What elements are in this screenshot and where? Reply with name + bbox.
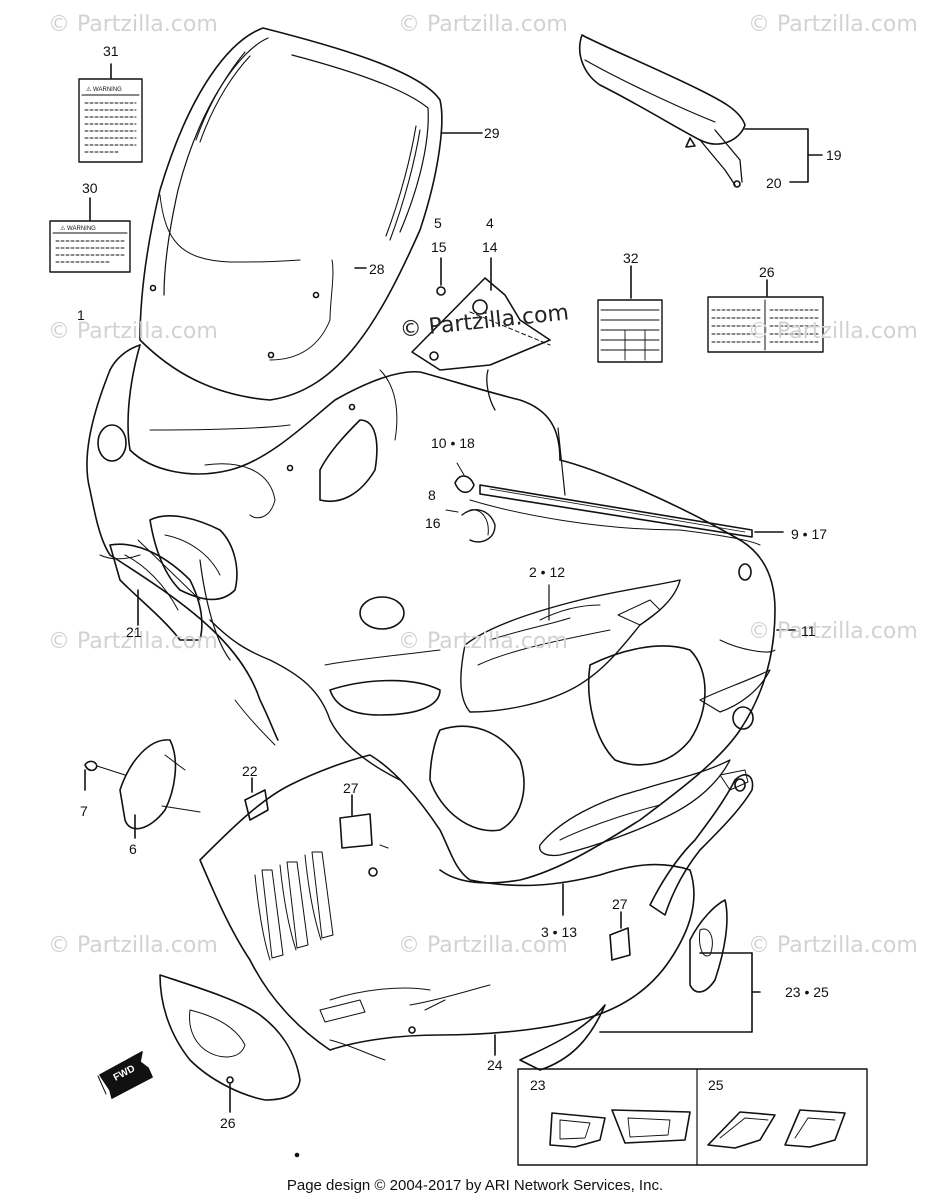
callout-7: 7 [80,803,88,819]
fwd-arrow-shape [97,1051,153,1099]
bracket-22 [244,777,269,821]
callout-15: 15 [431,239,447,255]
callout-32: 32 [623,250,639,266]
callout-4: 4 [486,215,494,231]
watermark-row3-center: © Partzilla.com [398,629,568,654]
pad-27 [339,794,631,961]
side-piece-26 [159,974,301,1113]
callout-14: 14 [482,239,498,255]
watermark-top-right: © Partzilla.com [748,12,918,37]
callout-26-top: 26 [759,264,775,280]
inset-title-25: 25 [708,1077,724,1093]
windscreen [139,27,483,401]
watermark-row3-right: © Partzilla.com [748,619,918,644]
callout-28: 28 [369,261,385,277]
callout-21: 21 [126,624,142,640]
inset-box [517,1068,868,1166]
center-nose [149,515,525,832]
callout-1: 1 [77,307,85,323]
fasteners-8-10 [445,462,496,543]
callout-31: 31 [103,43,119,59]
callout-3-13: 3 • 13 [541,924,578,940]
warning-label-30-text: ⚠ WARNING [60,226,96,232]
callout-24: 24 [487,1057,503,1073]
mirror-stay-19-20 [578,34,823,188]
callout-8: 8 [428,487,436,503]
warning-label-31-text: ⚠ WARNING [86,87,122,93]
callout-16: 16 [425,515,441,531]
callout-6: 6 [129,841,137,857]
callout-2-12: 2 • 12 [529,564,566,580]
upper-cowl [86,344,561,741]
watermark-row4-right: © Partzilla.com [748,933,918,958]
callout-22: 22 [242,763,258,779]
decal-600 [460,579,681,713]
watermark-mid-left: © Partzilla.com [48,319,218,344]
watermark-mid-right: © Partzilla.com [748,319,918,344]
watermark-row4-center: © Partzilla.com [398,933,568,958]
warning-label-30 [49,197,131,273]
warning-label-31 [78,63,143,163]
trim-strip-9-17 [479,427,784,538]
cover-6-screw-7 [84,739,201,839]
callout-10-18: 10 • 18 [431,435,475,451]
watermark-row4-left: © Partzilla.com [48,933,218,958]
callout-27-left: 27 [343,780,359,796]
side-panel-11 [439,459,796,884]
page-footer: Page design © 2004-2017 by ARI Network S… [286,1177,664,1194]
callout-29: 29 [484,125,500,141]
inner-panel-21 [109,543,203,641]
callout-27-right: 27 [612,896,628,912]
decals-23-25 [519,899,761,1071]
inner-bracket-4-14 [411,257,551,411]
callout-23-25: 23 • 25 [785,984,829,1000]
callout-26-bottom: 26 [220,1115,236,1131]
decal-stripe-3-13 [539,669,771,916]
callout-9-17: 9 • 17 [791,526,828,542]
label-32 [597,265,663,363]
hanger-bracket [649,769,754,916]
lower-cowl-24 [199,754,695,1061]
callout-11: 11 [801,623,816,639]
callout-19: 19 [826,147,842,163]
callout-30: 30 [82,180,98,196]
watermark-row3-left: © Partzilla.com [48,629,218,654]
callout-5: 5 [434,215,442,231]
inset-title-23: 23 [530,1077,546,1093]
callout-20: 20 [766,175,782,191]
label-26-top [707,279,824,353]
watermark-top-left: © Partzilla.com [48,12,218,37]
watermark-top-center: © Partzilla.com [398,12,568,37]
